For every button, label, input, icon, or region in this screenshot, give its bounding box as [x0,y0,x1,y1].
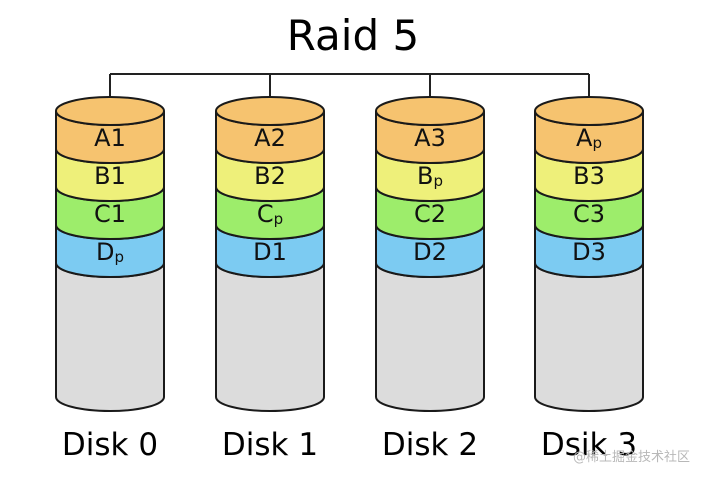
block-label: C2 [414,200,446,228]
block-label: D2 [413,238,447,266]
block-label: D1 [253,238,287,266]
block-label: B1 [94,162,126,190]
block-label: Ap [576,124,602,152]
diagram-title: Raid 5 [287,11,419,60]
disk-empty-space [215,262,325,412]
block-label: Cp [257,200,283,228]
watermark: @稀土掘金技术社区 [573,449,690,465]
disk-name: Disk 1 [222,427,318,463]
block-label: A1 [94,124,126,152]
block-label: B2 [254,162,286,190]
block-label: A2 [254,124,286,152]
disk-top-cap [55,96,165,126]
disk-name: Disk 0 [62,427,158,463]
disk-empty-space [375,262,485,412]
connector-lines [109,73,590,97]
block-label: C1 [94,200,126,228]
disk-empty-space [534,262,644,412]
disk-name: Dsik 3 [541,427,637,463]
disk-name: Disk 2 [382,427,478,463]
disk-top-cap [215,96,325,126]
disk-top-cap [375,96,485,126]
block-label: Dp [96,238,124,266]
block-label: C3 [573,200,605,228]
block-label: D3 [572,238,606,266]
block-label: Bp [417,162,443,190]
block-label: B3 [573,162,605,190]
disk-empty-space [55,262,165,412]
disk-top-cap [534,96,644,126]
block-label: A3 [414,124,446,152]
